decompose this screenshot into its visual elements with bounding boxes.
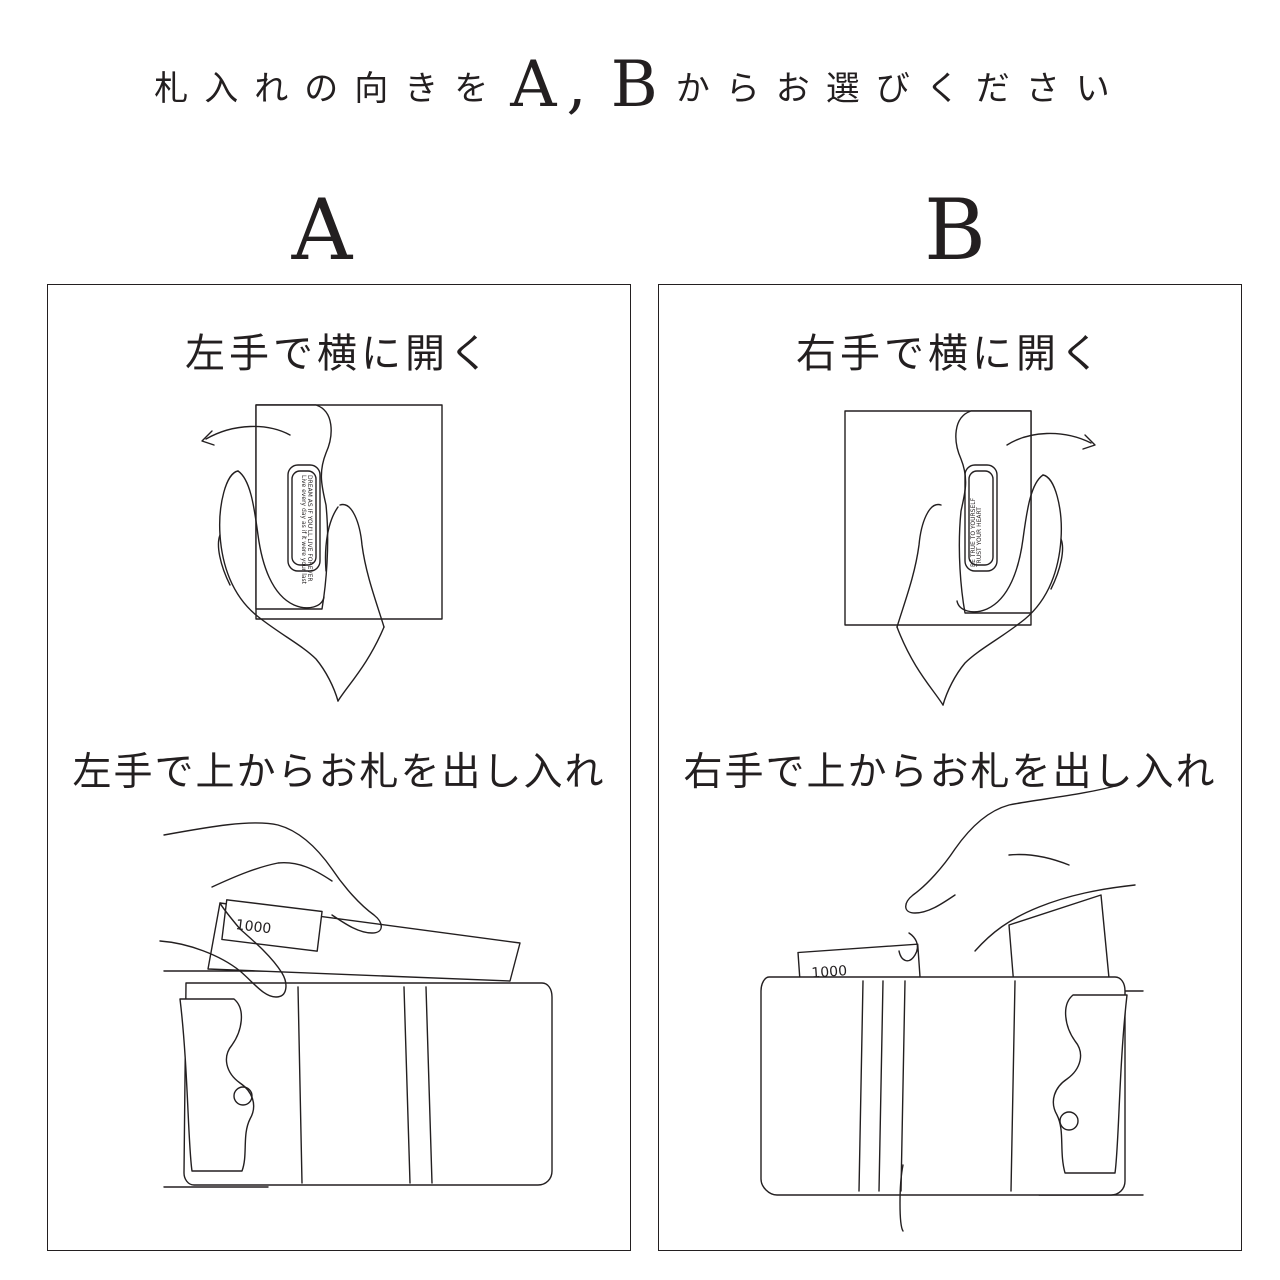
- headline-option-a: A: [510, 48, 561, 122]
- card-text-line: DREAM AS IF YOU'LL LIVE FOREVER: [306, 475, 313, 582]
- option-b-panel[interactable]: 右手で横に開く BE TRUE TO YOURSELF TRUST YOUR H…: [658, 284, 1242, 1251]
- left-hand-opening-wallet-illustration: Live every day as if it were your last D…: [201, 404, 443, 702]
- option-a-label[interactable]: A: [291, 181, 353, 279]
- option-b-open-caption: 右手で横に開く: [796, 331, 1104, 377]
- headline-option-b: B: [610, 48, 662, 122]
- option-b-label[interactable]: B: [924, 181, 986, 279]
- headline-separator: ,: [566, 48, 591, 122]
- headline-suffix: からお選びください: [675, 68, 1126, 109]
- option-a-bill-caption: 左手で上からお札を出し入れ: [72, 750, 606, 795]
- headline-prefix: 札入れの向きを: [154, 68, 505, 109]
- right-hand-inserting-bill-illustration: 1000: [760, 784, 1144, 1232]
- card-text-line: TRUST YOUR HEART: [976, 507, 983, 568]
- option-a-panel[interactable]: 左手で横に開く Live every day as if it were you…: [47, 284, 631, 1251]
- right-hand-opening-wallet-illustration: BE TRUE TO YOURSELF TRUST YOUR HEART: [844, 410, 1096, 706]
- option-a-open-caption: 左手で横に開く: [185, 331, 493, 377]
- left-hand-inserting-bill-illustration: 1000: [159, 822, 553, 1188]
- card-text-line: BE TRUE TO YOURSELF: [970, 497, 977, 567]
- page-headline: 札入れの向きを A , B からお選びください: [0, 40, 1280, 130]
- card-text-line: Live every day as if it were your last: [300, 475, 307, 585]
- option-b-bill-caption: 右手で上からお札を出し入れ: [683, 750, 1217, 795]
